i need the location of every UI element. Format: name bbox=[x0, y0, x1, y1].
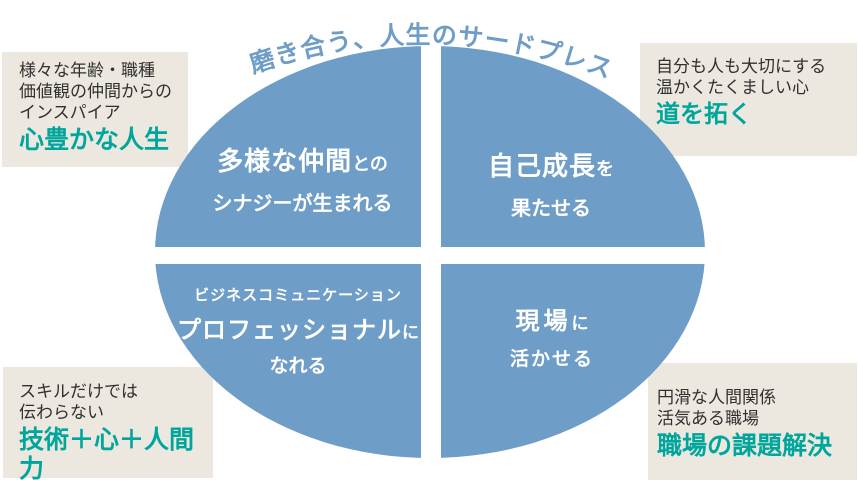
note-line: 温かくたくましい心 bbox=[656, 78, 809, 97]
quadrant-subline: 活かせる bbox=[509, 349, 594, 370]
quadrant-subline: なれる bbox=[269, 356, 327, 377]
quadrant-bottom-left: ビジネスコミュニケーション プロフェッショナルに なれる bbox=[160, 284, 436, 378]
note-bottom-right: 円滑な人間関係 活気ある職場 職場の課題解決 bbox=[648, 363, 857, 480]
note-line: 伝わらない bbox=[19, 403, 104, 422]
quadrant-particle: との bbox=[352, 154, 388, 174]
note-top-left: 様々な年齢・職種 価値観の仲間からの インスパイア 心豊かな人生 bbox=[2, 52, 188, 167]
note-line: 価値観の仲間からの bbox=[19, 82, 172, 101]
quadrant-top-left: 多様な仲間との シナジーが生まれる bbox=[165, 141, 440, 216]
note-top-right: 自分も人も大切にする 温かくたくましい心 道を拓く bbox=[640, 43, 857, 156]
quadrant-kicker: ビジネスコミュニケーション bbox=[194, 287, 402, 304]
note-highlight: 心豊かな人生 bbox=[19, 126, 170, 154]
quadrant-emphasis: 自己成長 bbox=[487, 151, 596, 181]
quadrant-emphasis: 現場 bbox=[515, 308, 572, 335]
note-line: 円滑な人間関係 bbox=[657, 388, 776, 407]
quadrant-top-right: 自己成長を 果たせる bbox=[441, 146, 661, 221]
arc-title: 磨き合う、人生のサードプレス bbox=[246, 21, 617, 84]
quadrant-subline: シナジーが生まれる bbox=[212, 193, 393, 215]
quadrant-emphasis: 多様な仲間 bbox=[217, 146, 353, 176]
note-line: スキルだけでは bbox=[19, 382, 138, 401]
note-line: インスパイア bbox=[19, 103, 121, 122]
quadrant-particle: に bbox=[402, 323, 419, 342]
quadrant-subline: 果たせる bbox=[511, 198, 591, 220]
horizontal-divider bbox=[150, 247, 712, 264]
note-line: 自分も人も大切にする bbox=[656, 57, 827, 76]
note-line: 活気ある職場 bbox=[657, 409, 759, 428]
arc-title-text: 磨き合う、人生のサードプレス bbox=[246, 21, 617, 84]
quadrant-emphasis: プロフェッショナル bbox=[177, 317, 402, 344]
note-highlight: 職場の課題解決 bbox=[657, 432, 833, 460]
quadrant-particle: に bbox=[571, 314, 589, 333]
quadrant-particle: を bbox=[596, 159, 614, 179]
note-line: 様々な年齢・職種 bbox=[19, 61, 155, 80]
note-highlight: 技術＋心＋人間力 bbox=[19, 426, 195, 480]
quadrant-bottom-right: 現場に 活かせる bbox=[442, 301, 662, 371]
note-highlight: 道を拓く bbox=[656, 101, 752, 128]
note-bottom-left: スキルだけでは 伝わらない 技術＋心＋人間力 bbox=[3, 367, 213, 480]
